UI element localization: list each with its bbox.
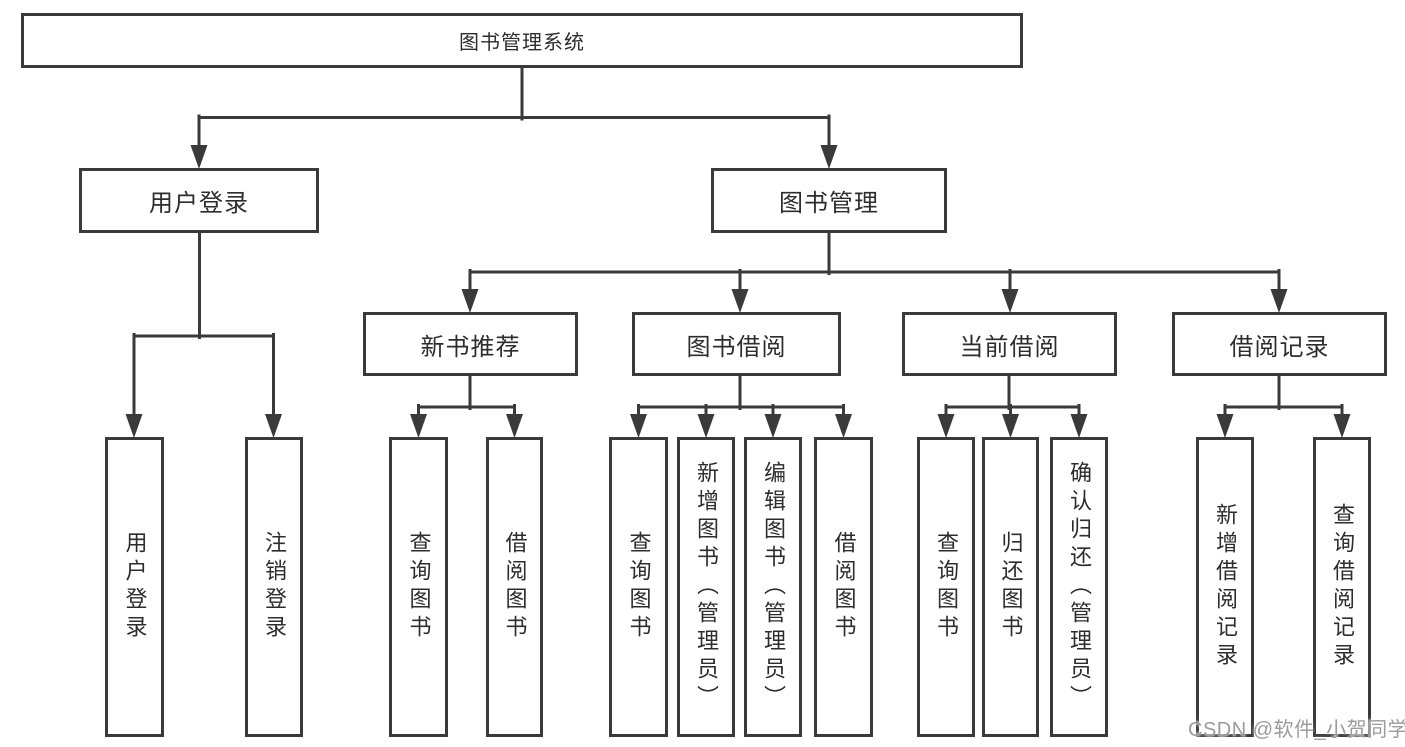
node-query-books-recommend: 查询图书 [389,437,448,737]
node-user-login: 用户登录 [79,168,319,233]
arrowheads-current-borrowing-children [937,414,1088,438]
watermark: CSDN @软件_小贺同学 [1188,719,1405,741]
node-edit-book-admin: 编辑图书（管理员） [744,437,802,737]
arrowheads-user-login-children [125,414,282,438]
node-borrowing-records: 借阅记录 [1172,312,1387,376]
arrowheads-book-borrowing-children [630,414,852,438]
node-query-books-current-label: 查询图书 [934,531,959,643]
connector-new-book-recommendation-to-children [417,368,516,418]
node-query-books-current: 查询图书 [917,437,975,737]
node-query-borrow-record: 查询借阅记录 [1313,437,1371,737]
arrowheads-borrowing-records-children [1216,414,1351,438]
arrowheads-level2 [461,289,1288,313]
node-borrow-books-borrow-label: 借阅图书 [831,531,857,643]
node-add-borrow-record-label: 新增借阅记录 [1213,503,1238,671]
node-query-books-recommend-label: 查询图书 [406,531,432,643]
node-query-books-borrow-label: 查询图书 [626,531,652,643]
connector-user-login-to-children [132,223,275,418]
connector-book-borrowing-to-children [637,368,845,418]
node-edit-book-admin-label: 编辑图书（管理员） [761,461,786,713]
node-add-book-admin: 新增图书（管理员） [677,437,735,737]
node-library-management-system: 图书管理系统 [21,13,1023,68]
node-borrow-books-borrow: 借阅图书 [814,437,873,737]
node-query-borrow-record-label: 查询借阅记录 [1330,503,1355,671]
node-current-borrowing: 当前借阅 [902,312,1117,376]
node-user-login-action-label: 用户登录 [122,531,148,643]
node-confirm-return-admin-label: 确认归还（管理员） [1067,461,1092,713]
connector-book-management-to-level2 [468,223,1281,293]
connector-borrowing-records-to-children [1223,368,1344,418]
node-return-books-label: 归还图书 [998,531,1024,643]
connector-current-borrowing-to-children [944,368,1081,418]
arrowheads-new-book-recommendation-children [410,414,523,438]
node-logout-label: 注销登录 [262,531,287,643]
node-borrow-books-recommend: 借阅图书 [486,437,543,737]
node-new-book-recommendation: 新书推荐 [363,312,578,376]
arrowheads-level1 [190,145,838,169]
node-user-login-action: 用户登录 [105,437,164,737]
node-book-borrowing: 图书借阅 [632,312,841,376]
node-book-management: 图书管理 [711,168,947,233]
node-logout: 注销登录 [245,437,303,737]
node-add-book-admin-label: 新增图书（管理员） [694,461,719,713]
node-query-books-borrow: 查询图书 [609,437,668,737]
node-borrow-books-recommend-label: 借阅图书 [502,531,528,643]
connector-root-to-level1 [197,58,831,148]
node-return-books: 归还图书 [982,437,1039,737]
node-add-borrow-record: 新增借阅记录 [1196,437,1254,737]
node-confirm-return-admin: 确认归还（管理员） [1050,437,1108,737]
